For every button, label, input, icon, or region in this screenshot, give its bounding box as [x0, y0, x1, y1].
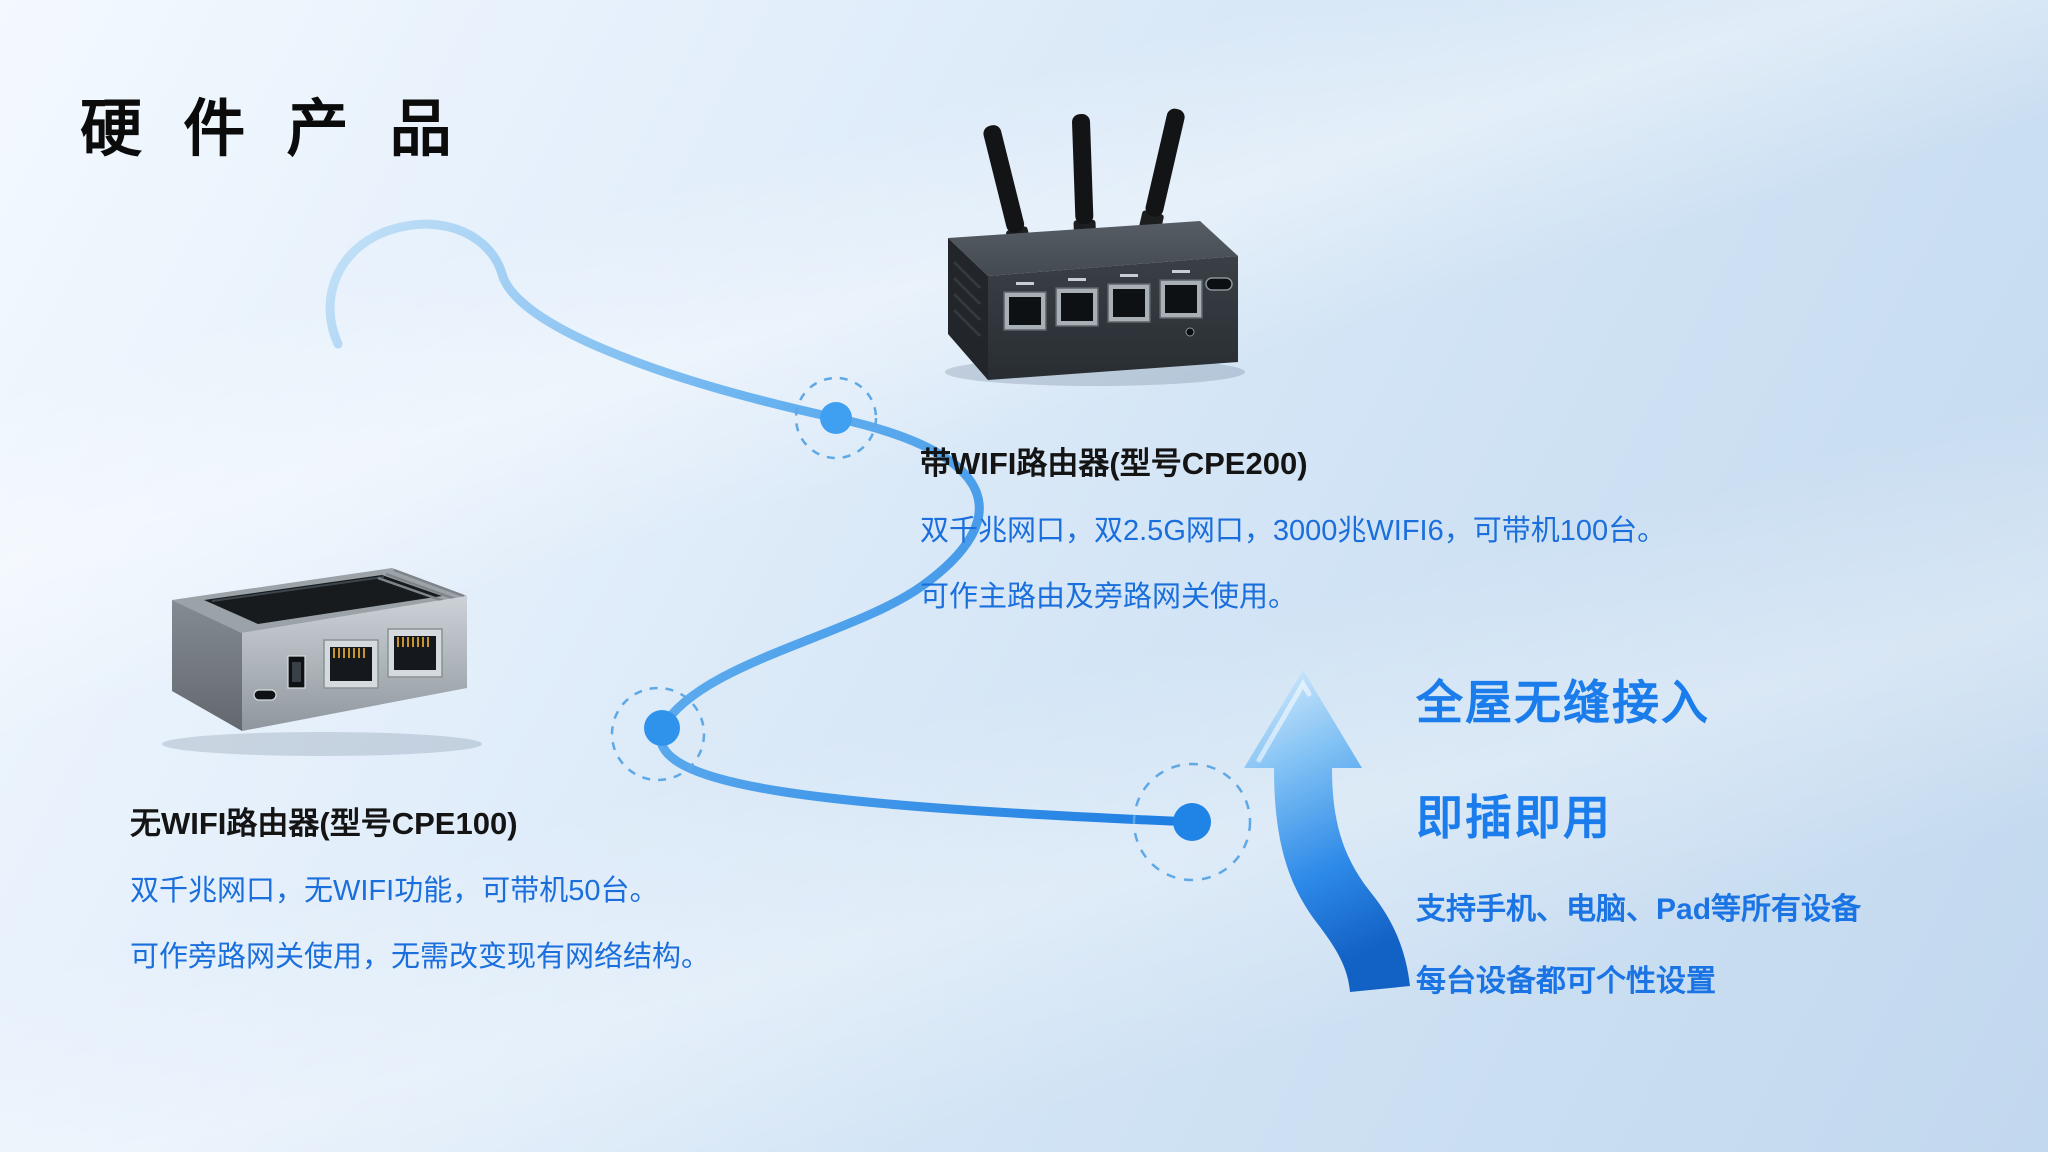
- page-title: 硬 件 产 品: [80, 95, 464, 164]
- heatsink-fins: [377, 568, 465, 606]
- feature-line: 每台设备都可个性设置: [1416, 965, 1716, 998]
- ethernet-port-icon: [323, 639, 379, 689]
- connector-node-icon: [1132, 762, 1252, 882]
- product-name: 无WIFI路由器(型号CPE100): [130, 806, 518, 841]
- product-description-line: 双千兆网口，无WIFI功能，可带机50台。: [130, 875, 659, 907]
- router-shadow: [162, 732, 482, 756]
- product-description-line: 可作主路由及旁路网关使用。: [920, 581, 1298, 613]
- cpe200-router-drawing: [945, 108, 1245, 386]
- connector-node-icon: [794, 376, 878, 460]
- cpe200-info: 带WIFI路由器(型号CPE200) 双千兆网口，双2.5G网口，3000兆WI…: [920, 438, 1666, 615]
- cpe100-router-image: [142, 548, 482, 763]
- ethernet-port-icon: [1003, 282, 1047, 331]
- features-block: 全屋无缝接入 即插即用 支持手机、电脑、Pad等所有设备 每台设备都可个性设置: [1416, 664, 1861, 1000]
- reset-button-icon: [1185, 327, 1195, 337]
- ethernet-port-icon: [1159, 270, 1203, 319]
- antenna-icon: [983, 125, 1031, 248]
- cpe100-router-drawing: [162, 568, 482, 756]
- product-name: 带WIFI路由器(型号CPE200): [920, 446, 1308, 481]
- antenna-icon: [1072, 114, 1096, 239]
- router-top-face: [948, 221, 1238, 276]
- usb-c-port-icon: [253, 689, 277, 701]
- router-side-face: [172, 600, 242, 731]
- product-description-line: 双千兆网口，双2.5G网口，3000兆WIFI6，可带机100台。: [920, 515, 1667, 547]
- cpe200-router-image: [900, 66, 1245, 393]
- product-description-line: 可作旁路网关使用，无需改变现有网络结构。: [130, 941, 711, 973]
- screen-highlight: [211, 576, 385, 602]
- ethernet-port-icon: [1055, 278, 1099, 327]
- usb-c-port-icon: [1205, 277, 1233, 291]
- feature-headline: 即插即用: [1416, 791, 1612, 844]
- ethernet-port-icon: [1107, 274, 1151, 323]
- cpe100-info: 无WIFI路由器(型号CPE100) 双千兆网口，无WIFI功能，可带机50台。…: [130, 798, 710, 975]
- connector-node-icon: [610, 686, 706, 782]
- usb-a-port-icon: [287, 655, 306, 689]
- antenna-icon: [1139, 108, 1185, 232]
- ethernet-port-icon: [387, 628, 443, 678]
- up-arrow-icon: [1244, 670, 1410, 992]
- router-screen: [204, 575, 442, 624]
- vent-lines: [952, 260, 982, 338]
- feature-line: 支持手机、电脑、Pad等所有设备: [1416, 893, 1862, 926]
- feature-headline: 全屋无缝接入: [1416, 676, 1710, 729]
- flow-line: [325, 219, 1197, 827]
